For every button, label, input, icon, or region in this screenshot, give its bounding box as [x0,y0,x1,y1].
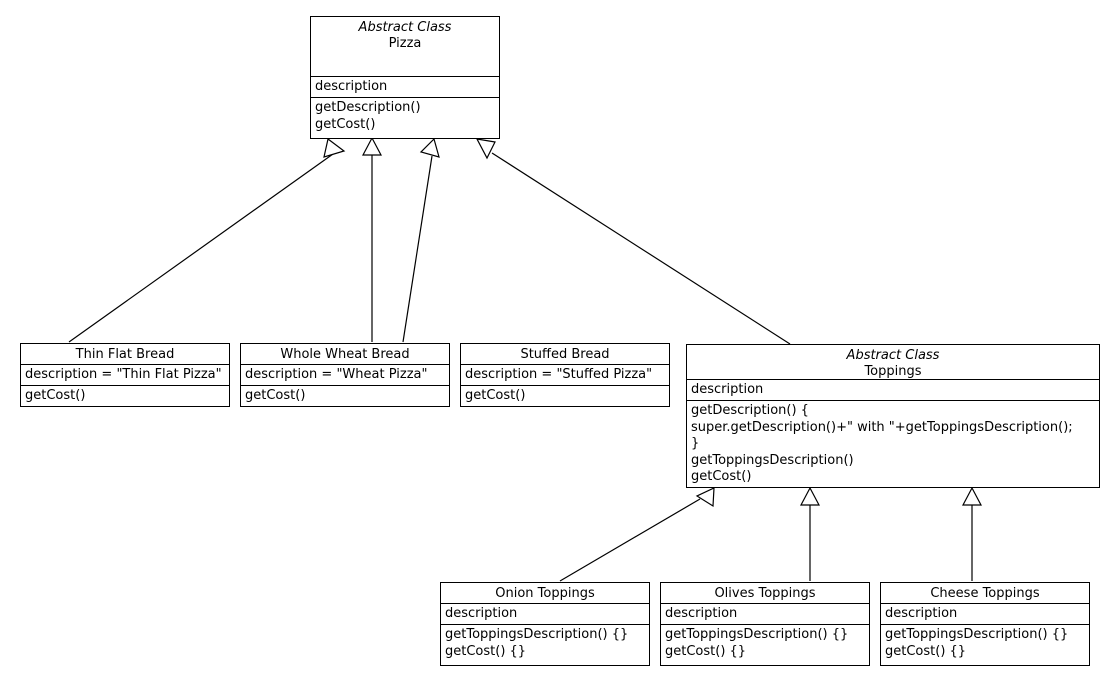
operation-line: getCost() {} [665,643,747,659]
class-header-toppings: Abstract Class Toppings [687,345,1099,379]
class-operations-toppings: getDescription() { super.getDescription(… [687,400,1099,487]
edge-toppings-to-pizza [475,138,791,345]
attribute-line: description = "Wheat Pizza" [245,367,428,382]
class-operations-whole-wheat-bread: getCost() [241,385,449,406]
class-attributes-thin-flat-bread: description = "Thin Flat Pizza" [21,364,229,385]
class-attributes-whole-wheat-bread: description = "Wheat Pizza" [241,364,449,385]
attribute-line: description [885,606,958,621]
operation-line: getToppingsDescription() [691,452,854,468]
class-attributes-toppings: description [687,379,1099,400]
operation-line: getToppingsDescription() {} [445,627,629,642]
class-name-thin-flat-bread: Thin Flat Bread [75,347,175,362]
class-name-toppings: Toppings [864,364,922,379]
class-box-stuffed-bread[interactable]: Stuffed Bread description = "Stuffed Piz… [460,343,670,407]
attribute-line: description [445,606,518,621]
class-attributes-pizza: description [311,76,499,97]
operation-line: getToppingsDescription() {} [885,627,1069,642]
operation-line: getCost() [315,116,376,132]
edge-onion-toppings-to-toppings [559,487,715,582]
class-header-olives-toppings: Olives Toppings [661,583,869,603]
class-header-onion-toppings: Onion Toppings [441,583,649,603]
class-header-stuffed-bread: Stuffed Bread [461,344,669,364]
attribute-line: description [665,606,738,621]
class-header-pizza: Abstract Class Pizza [311,17,499,76]
operation-line: getDescription() [315,100,421,115]
class-operations-olives-toppings: getToppingsDescription() {} getCost() {} [661,624,869,665]
operation-line: getCost() [465,388,526,403]
edge-thin-flat-bread-to-pizza [68,137,346,343]
class-name-olives-toppings: Olives Toppings [714,586,816,601]
class-box-thin-flat-bread[interactable]: Thin Flat Bread description = "Thin Flat… [20,343,230,407]
operation-line: getDescription() { [691,403,809,418]
class-stereotype-toppings: Abstract Class [846,348,940,363]
operation-line: getToppingsDescription() {} [665,627,849,642]
class-box-pizza[interactable]: Abstract Class Pizza description getDesc… [310,16,500,139]
class-name-whole-wheat-bread: Whole Wheat Bread [280,347,410,362]
class-attributes-onion-toppings: description [441,603,649,624]
class-name-onion-toppings: Onion Toppings [495,586,595,601]
class-attributes-cheese-toppings: description [881,603,1089,624]
class-operations-onion-toppings: getToppingsDescription() {} getCost() {} [441,624,649,665]
attribute-line: description = "Stuffed Pizza" [465,367,653,382]
operation-line: getCost() [691,469,752,484]
class-box-toppings[interactable]: Abstract Class Toppings description getD… [686,344,1100,488]
class-operations-cheese-toppings: getToppingsDescription() {} getCost() {} [881,624,1089,665]
class-name-stuffed-bread: Stuffed Bread [520,347,610,362]
class-box-whole-wheat-bread[interactable]: Whole Wheat Bread description = "Wheat P… [240,343,450,407]
class-box-onion-toppings[interactable]: Onion Toppings description getToppingsDe… [440,582,650,666]
edge-whole-wheat-bread-to-pizza [362,136,382,342]
class-name-pizza: Pizza [388,36,422,51]
attribute-line: description = "Thin Flat Pizza" [25,367,222,382]
class-box-olives-toppings[interactable]: Olives Toppings description getToppingsD… [660,582,870,666]
class-operations-pizza: getDescription() getCost() [311,97,499,138]
attribute-line: description [691,382,764,397]
class-operations-thin-flat-bread: getCost() [21,385,229,406]
class-attributes-olives-toppings: description [661,603,869,624]
edge-stuffed-bread-to-pizza [402,137,440,343]
operation-line: super.getDescription()+" with "+getToppi… [691,419,1073,435]
class-header-thin-flat-bread: Thin Flat Bread [21,344,229,364]
class-box-cheese-toppings[interactable]: Cheese Toppings description getToppingsD… [880,582,1090,666]
class-stereotype-pizza: Abstract Class [358,20,452,35]
class-attributes-stuffed-bread: description = "Stuffed Pizza" [461,364,669,385]
class-header-whole-wheat-bread: Whole Wheat Bread [241,344,449,364]
edge-cheese-toppings-to-toppings [962,486,982,581]
operation-line: getCost() [25,388,86,403]
operation-line: getCost() [245,388,306,403]
class-operations-stuffed-bread: getCost() [461,385,669,406]
attribute-line: description [315,79,388,94]
operation-line: getCost() {} [445,643,527,659]
operation-line: } [691,436,700,451]
operation-line: getCost() {} [885,643,967,659]
edge-olives-toppings-to-toppings [800,486,820,581]
class-name-cheese-toppings: Cheese Toppings [930,586,1040,601]
class-header-cheese-toppings: Cheese Toppings [881,583,1089,603]
